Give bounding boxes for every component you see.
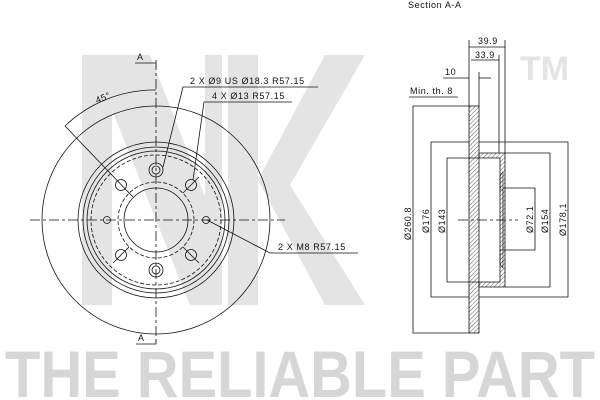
dim-176: Ø176 [421, 209, 431, 233]
dim-10: 10 [445, 67, 456, 77]
section-mark-top: A [137, 52, 144, 62]
nk-logo-watermark: TM [82, 50, 569, 305]
dim-min-thickness: Min. th. 8 [410, 86, 453, 96]
section-view: Section A-A 39.9 33.9 10 Min. th. 8 Ø260… [403, 0, 569, 334]
trademark-mark: TM [520, 50, 569, 88]
section-mark-bottom: A [138, 333, 145, 343]
dim-33-9: 33.9 [475, 50, 495, 60]
dim-39-9: 39.9 [478, 36, 498, 46]
threaded-holes-callout: 2 X M8 R57.15 [278, 242, 346, 252]
dim-center-bore: Ø72.1 [525, 205, 535, 233]
dim-154: Ø154 [540, 209, 550, 233]
dim-outer-diameter: Ø260.8 [403, 207, 413, 240]
dim-178: Ø178,1 [558, 203, 568, 236]
bolt-holes-callout: 4 X Ø13 R57.15 [212, 91, 285, 101]
section-title: Section A-A [408, 0, 462, 10]
counterbore-holes-callout: 2 X Ø9 US Ø18.3 R57.15 [190, 76, 305, 86]
dim-143: Ø143 [437, 209, 447, 233]
slogan-watermark: THE RELIABLE PART [5, 337, 595, 400]
